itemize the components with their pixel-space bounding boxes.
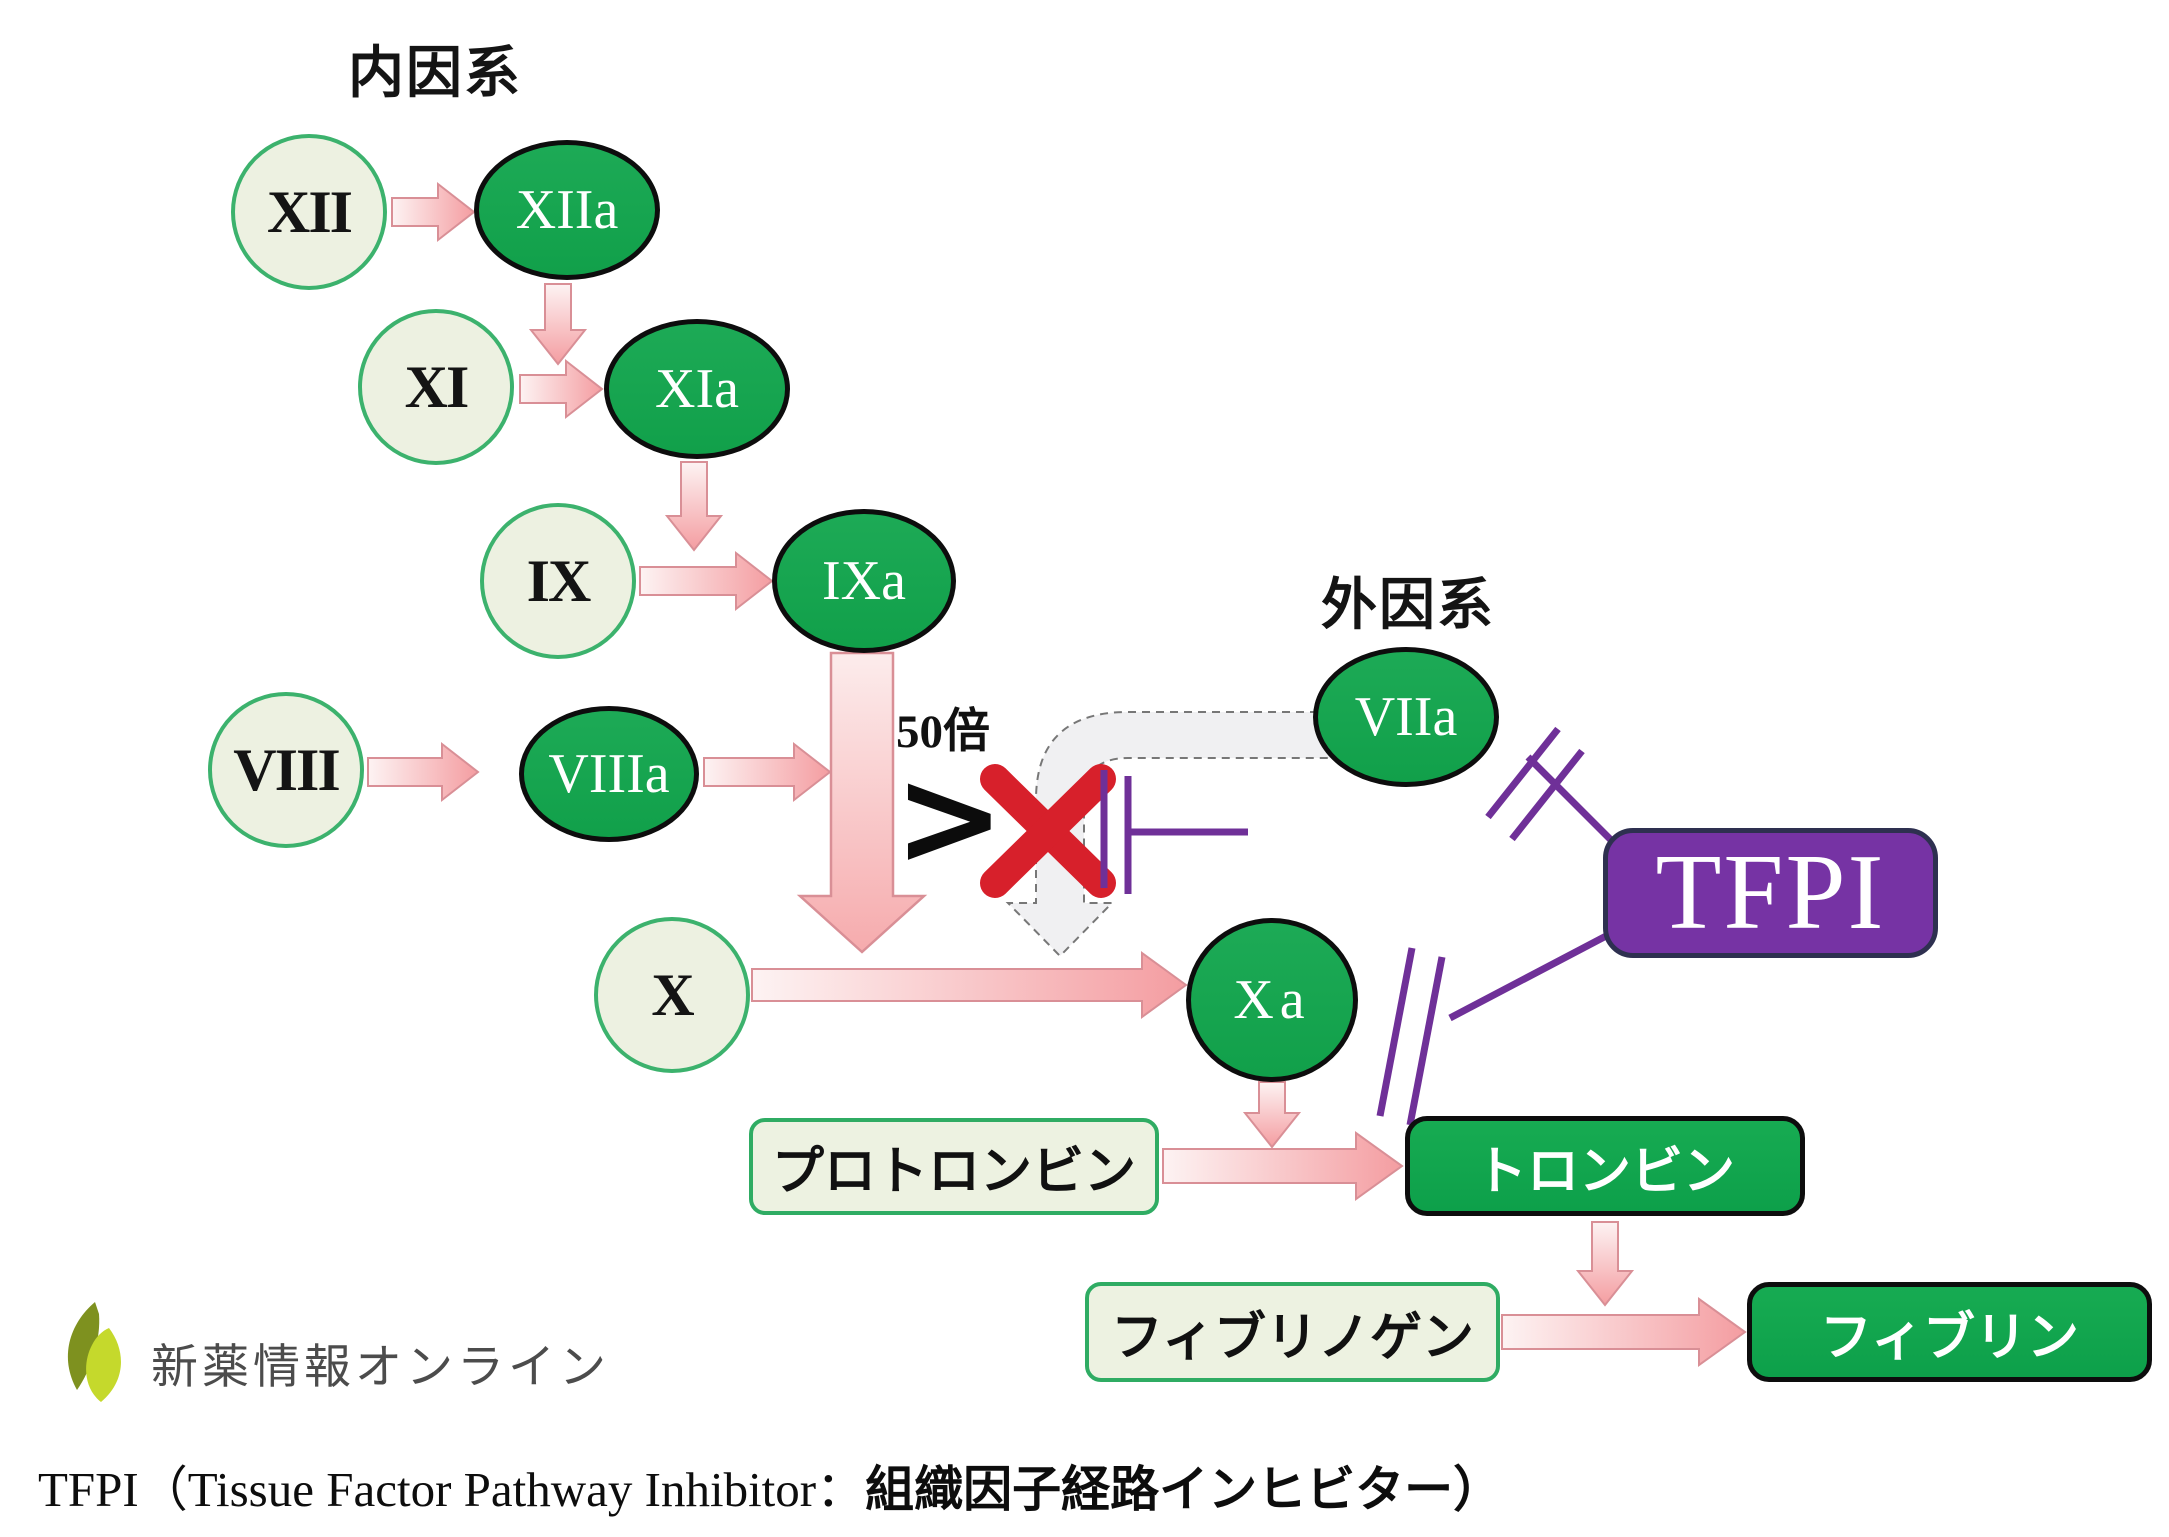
node-factor-viii: VIII xyxy=(208,692,364,848)
tfpi-inhibit-dashed-arrow xyxy=(1100,770,1248,894)
node-factor-xi: XI xyxy=(358,309,514,465)
node-factor-viia: VIIa xyxy=(1313,647,1499,787)
arrow-xia-down xyxy=(664,461,724,552)
intrinsic-pathway-title: 内因系 xyxy=(348,41,522,104)
arrow-viiia-to-junction xyxy=(703,741,832,803)
site-logo: 新薬情報オンライン xyxy=(55,1300,615,1415)
prothrombin-box: プロトロンビン xyxy=(749,1118,1159,1215)
extrinsic-pathway-title: 外因系 xyxy=(1321,573,1495,636)
tfpi-caption-jp: 組織因子経路インヒビター） xyxy=(865,1463,1503,1517)
node-factor-x: X xyxy=(594,917,750,1073)
arrow-fibrinogen-to-fibrin xyxy=(1501,1297,1747,1367)
node-factor-ixa: IXa xyxy=(772,509,956,653)
leaf-logo-icon xyxy=(67,1302,121,1402)
tfpi-caption: TFPI（Tissue Factor Pathway Inhibitor：組織因… xyxy=(38,1450,1502,1521)
tfpi-inhibit-viia xyxy=(1485,726,1615,844)
node-factor-xiia: XIIa xyxy=(474,140,660,280)
amplification-label: 50倍 xyxy=(896,706,990,758)
node-factor-viiia: VIIIa xyxy=(519,706,699,842)
arrow-xi-to-xia xyxy=(519,358,604,420)
arrow-ix-to-ixa xyxy=(639,550,774,612)
tfpi-box: TFPI xyxy=(1603,828,1938,958)
site-logo-text: 新薬情報オンライン xyxy=(151,1340,610,1393)
arrow-xii-to-xiia xyxy=(391,181,476,243)
arrow-viii-to-viiia xyxy=(367,741,480,803)
fibrin-box: フィブリン xyxy=(1747,1282,2152,1382)
arrow-xiia-down xyxy=(528,283,588,366)
node-factor-xii: XII xyxy=(231,134,387,290)
arrow-prothrombin-to-thrombin xyxy=(1162,1131,1404,1201)
arrow-ixa-big-down xyxy=(796,651,928,954)
arrow-xa-down xyxy=(1242,1081,1302,1149)
node-factor-xia: XIa xyxy=(604,319,790,459)
tfpi-caption-latin: TFPI（Tissue Factor Pathway Inhibitor： xyxy=(38,1462,866,1517)
arrow-thrombin-down xyxy=(1575,1221,1635,1307)
blocked-cross-icon xyxy=(980,764,1116,898)
arrow-x-to-xa xyxy=(751,951,1188,1019)
thrombin-box: トロンビン xyxy=(1405,1116,1805,1216)
node-factor-ix: IX xyxy=(480,503,636,659)
fibrinogen-box: フィブリノゲン xyxy=(1085,1282,1500,1382)
greater-than-sign: > xyxy=(894,739,1005,897)
node-factor-xa: Xa xyxy=(1186,918,1358,1082)
tfpi-inhibit-xa xyxy=(1376,931,1610,1126)
